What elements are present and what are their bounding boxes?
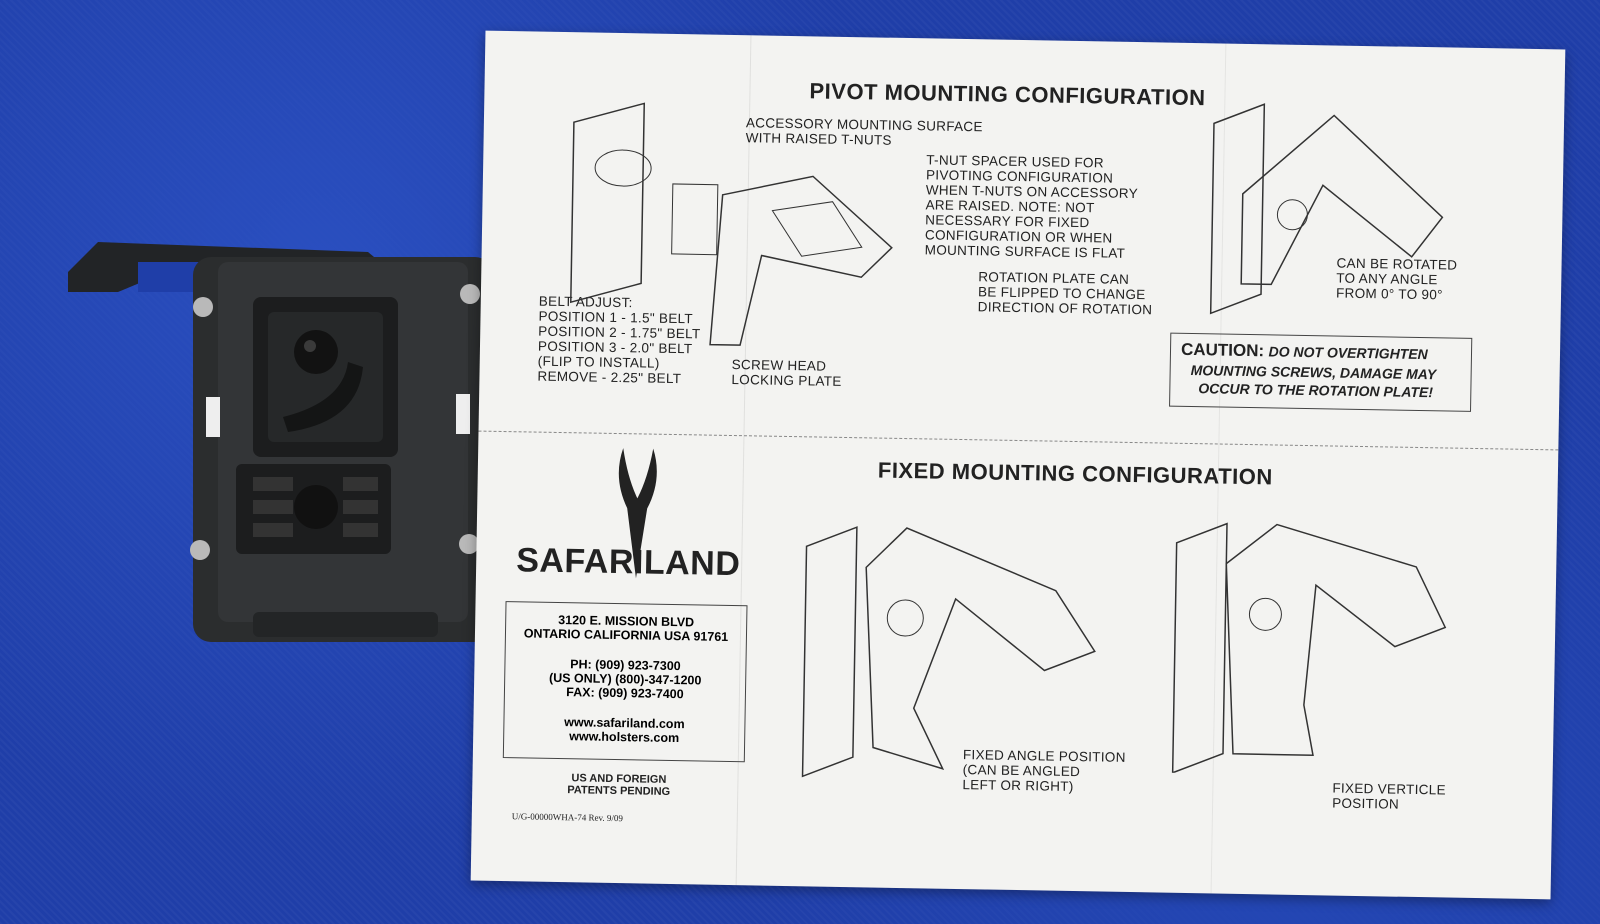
tnut-spacer-note: T-NUT SPACER USED FOR PIVOTING CONFIGURA… xyxy=(924,152,1139,261)
gazelle-logo-icon xyxy=(618,448,657,579)
instruction-sheet: PIVOT MOUNTING CONFIGURATION ACCESSORY M… xyxy=(470,30,1566,900)
fixed-angle-diagram xyxy=(801,526,1096,778)
pivot-diagram xyxy=(570,102,893,346)
part-code: U/G-00000WHA-74 Rev. 9/09 xyxy=(511,811,624,824)
holster-illustration xyxy=(68,242,493,642)
patents-note: US AND FOREIGN PATENTS PENDING xyxy=(567,772,671,798)
caution-line: DO NOT OVERTIGHTEN xyxy=(1268,343,1428,363)
rotated-diagram xyxy=(1209,103,1444,315)
caution-box: CAUTION: DO NOT OVERTIGHTEN MOUNTING SCR… xyxy=(1169,332,1473,412)
address-box: 3120 E. MISSION BLVD ONTARIO CALIFORNIA … xyxy=(502,601,748,763)
caution-line: MOUNTING SCREWS, DAMAGE MAY xyxy=(1190,362,1437,383)
web-line: www.holsters.com xyxy=(569,729,680,746)
holster-mount-device xyxy=(58,232,508,652)
caution-line: OCCUR TO THE ROTATION PLATE! xyxy=(1198,380,1434,401)
fixed-angle-label: FIXED ANGLE POSITION (CAN BE ANGLED LEFT… xyxy=(962,747,1126,795)
fixed-title: FIXED MOUNTING CONFIGURATION xyxy=(877,457,1273,490)
fixed-vertical-label: FIXED VERTICLE POSITION xyxy=(1332,780,1447,812)
caution-heading: CAUTION: xyxy=(1180,339,1265,361)
brand-name: SAFARILAND xyxy=(515,541,741,584)
rotation-plate-label: ROTATION PLATE CAN BE FLIPPED TO CHANGE … xyxy=(977,269,1153,318)
address-line: ONTARIO CALIFORNIA USA 91761 xyxy=(523,626,729,644)
fixed-vertical-diagram xyxy=(1171,522,1447,774)
phone-line: FAX: (909) 923-7400 xyxy=(566,685,684,702)
